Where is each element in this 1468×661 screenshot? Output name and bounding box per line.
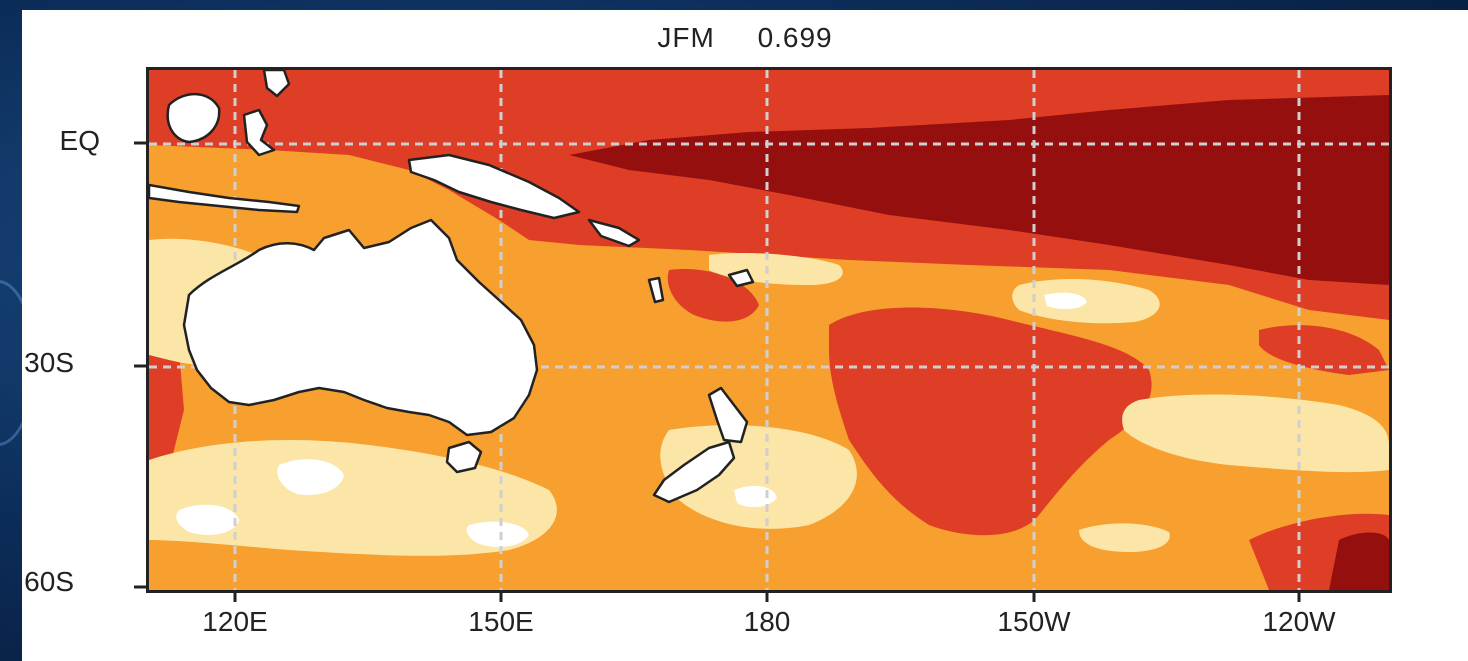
land-fiji: [727, 268, 755, 288]
field-light-east: [1122, 394, 1389, 473]
lon-label-120e: 120E: [202, 606, 268, 637]
field-dark-central: [829, 307, 1152, 536]
lon-label-150e: 150E: [468, 606, 534, 637]
land-nz-south: [652, 440, 736, 504]
land-sulawesi: [242, 108, 276, 157]
missing-patch-sw2: [176, 504, 239, 535]
lon-label-120w: 120W: [1262, 606, 1336, 637]
lat-label-eq: EQ: [59, 125, 100, 156]
missing-patch-sw1: [277, 459, 344, 496]
land-australia: [182, 218, 539, 437]
anomaly-map: [149, 70, 1389, 590]
correlation-value: 0.699: [757, 22, 833, 53]
map-title: JFM 0.699: [22, 22, 1468, 54]
land-philippines: [262, 70, 291, 98]
land-masses: [149, 70, 755, 504]
lat-label-60s: 60S: [24, 566, 74, 597]
land-new-guinea: [407, 153, 581, 220]
field-darkest-se: [1329, 532, 1389, 590]
field-light-south-strip: [1079, 523, 1170, 552]
figure-panel: JFM 0.699: [22, 10, 1468, 661]
lon-label-180: 180: [743, 606, 791, 637]
missing-patch-east: [1044, 292, 1087, 310]
land-nz-north: [707, 386, 749, 444]
land-solomons: [587, 218, 641, 248]
season-label: JFM: [657, 22, 715, 53]
land-sumatra-java: [149, 183, 301, 214]
field-dark-west: [149, 350, 184, 490]
field-darkest-tongue: [569, 95, 1389, 285]
lat-label-30s: 30S: [24, 347, 74, 378]
lon-label-150w: 150W: [997, 606, 1071, 637]
field-dark-east: [1259, 325, 1389, 375]
land-vanuatu: [647, 276, 665, 304]
land-borneo: [166, 92, 221, 144]
map-frame: [146, 67, 1392, 593]
land-tasmania: [445, 440, 483, 474]
missing-patch-sw3: [466, 521, 529, 547]
